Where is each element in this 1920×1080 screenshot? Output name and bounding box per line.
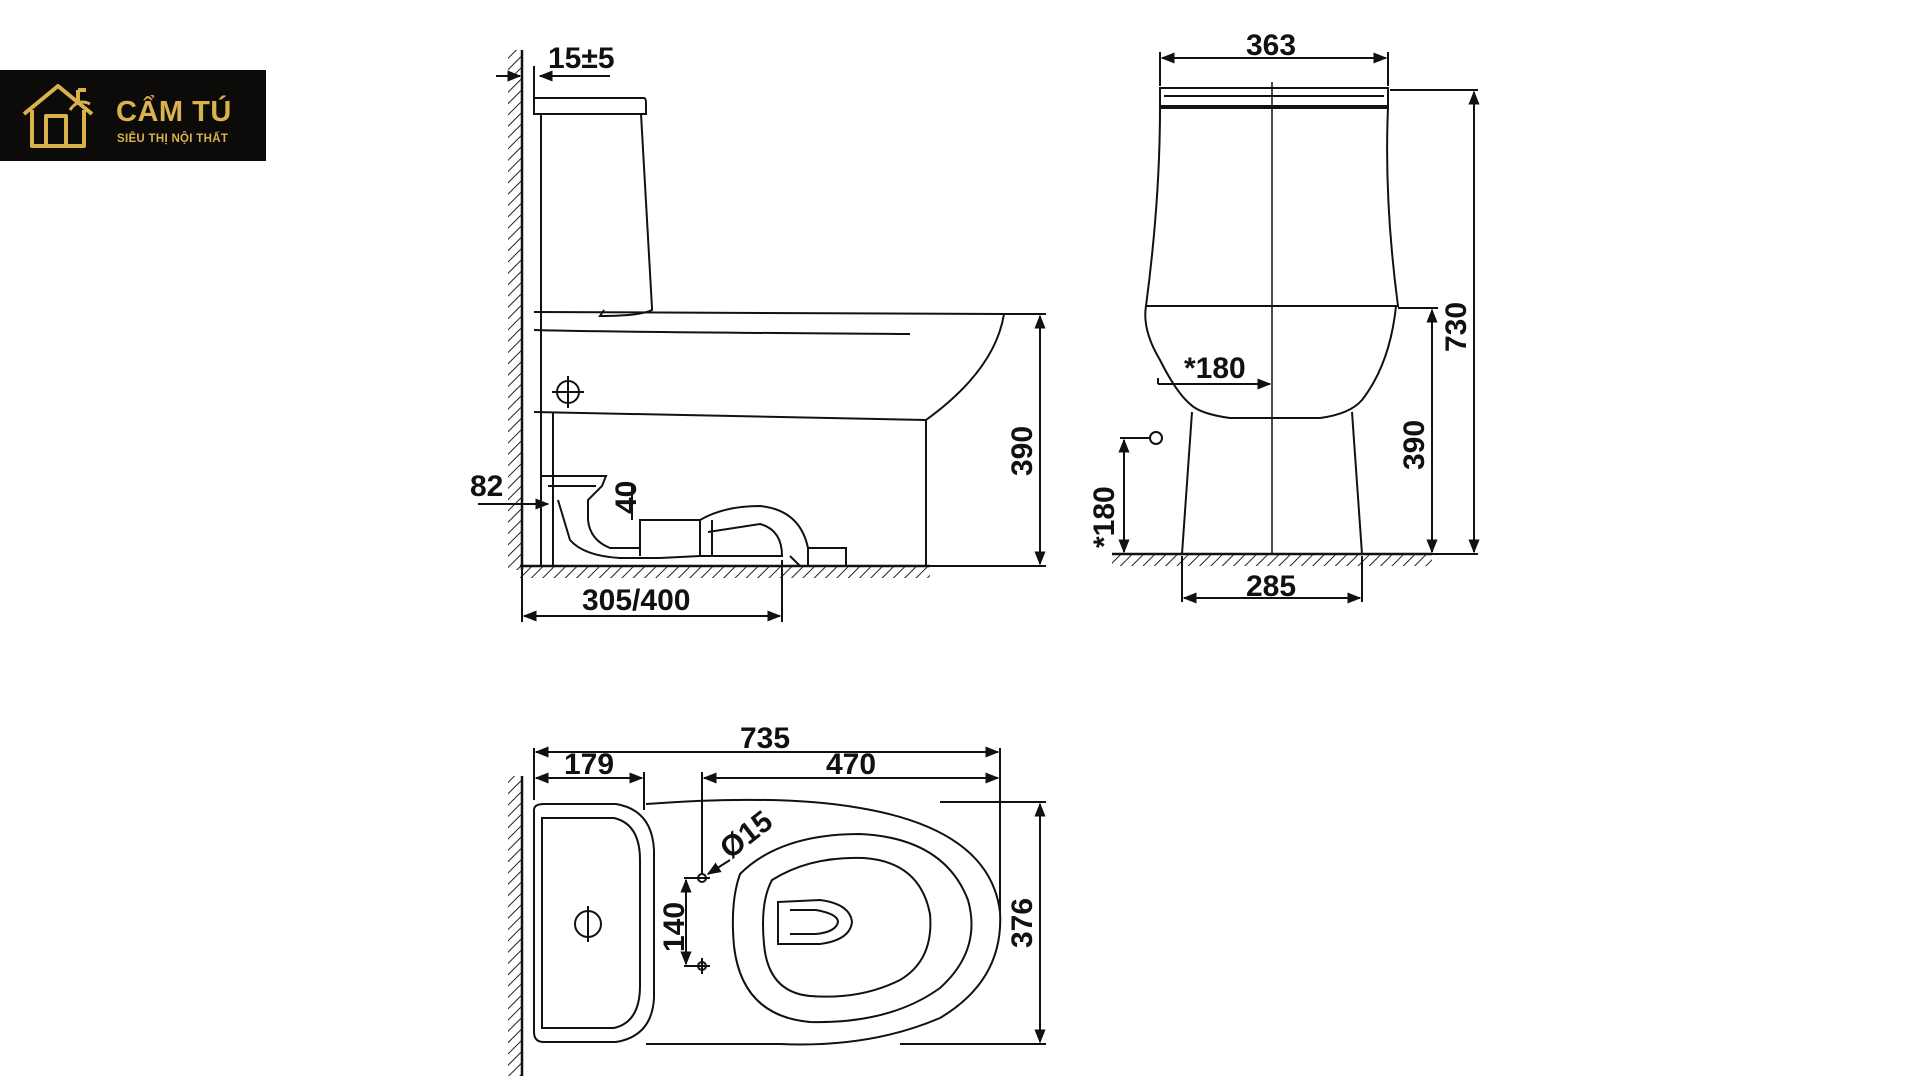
side-floor-hatch [520,566,930,578]
side-wall-hatch [508,50,522,570]
top-tank-depth-label: 179 [564,748,614,781]
bolt-hole-label: Ø15 [714,805,779,866]
side-tank [533,97,647,115]
bolt-spacing-label: 140 [658,902,691,952]
side-view [478,50,1046,622]
brand-name: CẨM TÚ [116,96,232,128]
top-width-label: 376 [1006,898,1039,948]
front-width-label: 363 [1246,29,1296,62]
brand-logo: CẨM TÚ SIÊU THỊ NỘI THẤT [0,70,266,161]
floor-outlet-label: 82 [470,470,503,503]
front-bowl [1144,305,1397,419]
top-total-length-label: 735 [740,722,790,755]
front-lid [1159,87,1389,107]
side-trapway [540,475,809,566]
base-width-label: 285 [1246,570,1296,603]
front-floor-hatch [1112,554,1432,566]
front-seat-height-label: 390 [1398,420,1431,470]
front-tank [1144,107,1400,307]
side-seat-height-label: 390 [1006,426,1039,476]
top-tank [533,803,655,1043]
top-bowl-outer [645,798,1002,1046]
brand-tagline: SIÊU THỊ NỘI THẤT [117,133,229,145]
house-icon [22,84,94,148]
wall-gap-label: 15±5 [548,42,615,75]
front-pedestal [1181,411,1363,555]
top-drain [777,898,854,945]
outlet-height-label: 40 [610,481,643,514]
front-view [1112,52,1480,604]
inlet-height-label: *180 [1088,486,1121,548]
inlet-offset-label: *180 [1184,352,1246,385]
top-view [508,746,1046,1076]
side-bowl [533,311,1006,566]
rough-in-label: 305/400 [582,584,690,617]
front-total-height-label: 730 [1440,302,1473,352]
top-seat-ring [731,832,973,1024]
top-bowl-length-label: 470 [826,748,876,781]
top-wall-hatch [508,776,522,1076]
